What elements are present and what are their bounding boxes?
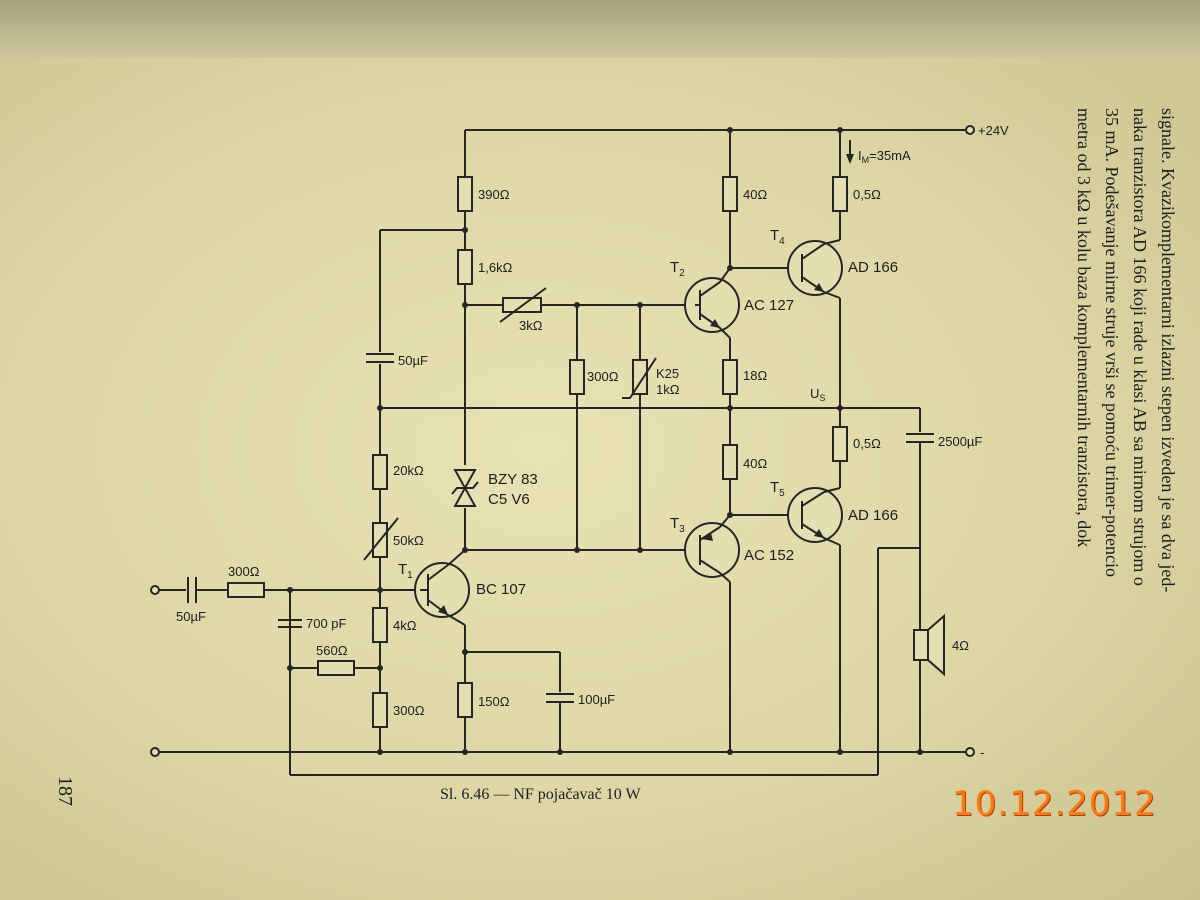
t5-name: T5 (770, 479, 785, 499)
figure-caption: Sl. 6.46 — NF pojačavač 10 W (440, 786, 641, 803)
resistor-05-top (832, 176, 848, 212)
zener-diode: BZY 83 C5 V6 (451, 469, 538, 508)
r560-label: 560Ω (316, 643, 348, 658)
r20k-label: 20kΩ (393, 463, 424, 478)
resistor-300-mid (569, 359, 585, 395)
date-stamp: 10.12.2012 (952, 784, 1157, 824)
t3-type: AC 152 (744, 547, 794, 564)
transistor-t4: T4 AD 166 (770, 227, 898, 296)
r300-low-label: 300Ω (393, 703, 425, 718)
t3-name: T3 (670, 515, 685, 535)
capacitor-700pf: 700 pF (278, 590, 347, 631)
t4-type: AD 166 (848, 259, 898, 276)
r05-top-label: 0,5Ω (853, 187, 881, 202)
speaker-label: 4Ω (952, 638, 969, 653)
c50-fb-label: 50µF (398, 353, 428, 368)
supply-label: +24V (978, 123, 1009, 138)
r300-mid-label: 300Ω (587, 369, 619, 384)
resistor-40-bot (722, 444, 738, 480)
t4-name: T4 (770, 227, 785, 247)
k25-label: K25 (656, 366, 679, 381)
capacitor-2500uf: 2500µF (906, 433, 982, 449)
page-number: 187 (54, 776, 76, 806)
current-label: IM=35mA (858, 148, 911, 165)
speaker-icon: 4Ω (913, 613, 969, 677)
k25-val-label: 1kΩ (656, 382, 680, 397)
transistor-t2: T2 AC 127 (670, 259, 794, 333)
transistor-t3: T3 AC 152 (670, 515, 794, 578)
r390-label: 390Ω (478, 187, 510, 202)
t1-type: BC 107 (476, 581, 526, 598)
ground-label: - (980, 745, 984, 760)
r150-label: 150Ω (478, 694, 510, 709)
r40-top-label: 40Ω (743, 187, 767, 202)
resistor-4k (372, 607, 388, 643)
resistor-18 (722, 359, 738, 395)
r4k-label: 4kΩ (393, 618, 417, 633)
zener-label-1: BZY 83 (488, 471, 538, 488)
output-node: US (380, 386, 920, 409)
r18-label: 18Ω (743, 368, 767, 383)
capacitor-50uf-input: 50µF (176, 577, 206, 624)
junctions (287, 127, 923, 755)
ground-rail: - (150, 745, 984, 760)
pot3k-label: 3kΩ (519, 318, 543, 333)
resistor-40-top (722, 176, 738, 212)
capacitor-100uf: 100µF (546, 692, 615, 707)
us-label: US (810, 386, 825, 403)
t5-type: AD 166 (848, 507, 898, 524)
t1-name: T1 (398, 561, 413, 581)
r05-bot-label: 0,5Ω (853, 436, 881, 451)
r40-bot-label: 40Ω (743, 456, 767, 471)
c2500-label: 2500µF (938, 434, 982, 449)
transistor-t5: T5 AD 166 (770, 479, 898, 543)
resistor-300-input (227, 582, 265, 598)
transistor-t1: T1 BC 107 (398, 561, 526, 618)
pot50k-label: 50kΩ (393, 533, 424, 548)
resistor-300-low (372, 692, 388, 728)
resistor-390 (457, 176, 473, 212)
resistor-05-bot (832, 426, 848, 462)
page-shadow-strip (0, 0, 1200, 58)
r300-in-label: 300Ω (228, 564, 260, 579)
supply-rail: +24V (465, 123, 1009, 138)
resistor-560 (317, 660, 355, 676)
resistor-150 (457, 682, 473, 718)
c50-in-label: 50µF (176, 609, 206, 624)
capacitor-50uf-feedback: 50µF (366, 353, 428, 368)
t2-name: T2 (670, 259, 685, 279)
t2-type: AC 127 (744, 297, 794, 314)
zener-label-2: C5 V6 (488, 491, 530, 508)
r1k6-label: 1,6kΩ (478, 260, 513, 275)
resistor-20k (372, 454, 388, 490)
resistor-1k6 (457, 249, 473, 285)
c100-label: 100µF (578, 692, 615, 707)
current-arrow: IM=35mA (846, 140, 911, 165)
c700-label: 700 pF (306, 616, 347, 631)
